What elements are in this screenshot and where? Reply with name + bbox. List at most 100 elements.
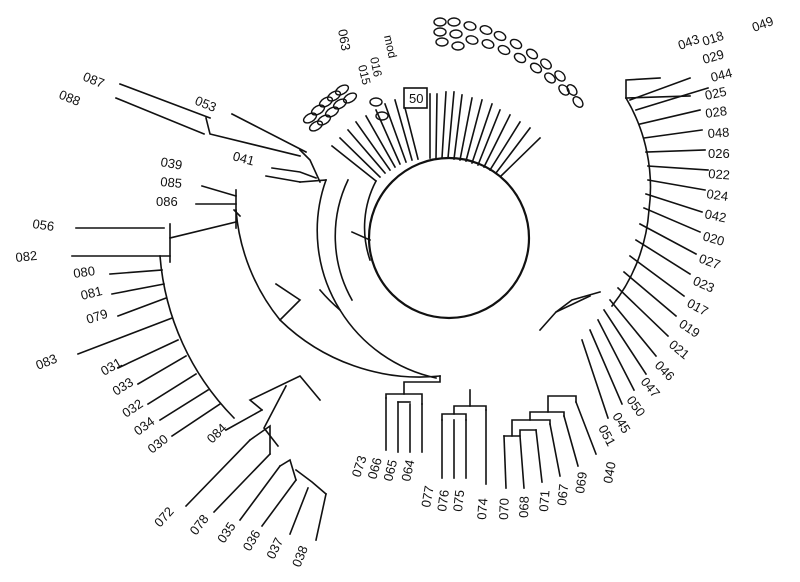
tree-branch [159, 255, 236, 420]
leaf-label: 039 [159, 154, 183, 173]
leaf-label: 077 [418, 485, 437, 509]
tree-branch [476, 108, 502, 167]
tree-branch [625, 77, 661, 99]
leaf-label: 020 [701, 228, 726, 248]
leaf-label: 071 [536, 490, 552, 513]
leaf-label: 053 [193, 93, 219, 115]
tree-branch [572, 96, 584, 108]
tree-branch [459, 97, 473, 161]
tree-branch [184, 438, 252, 508]
tree-branch [374, 108, 402, 166]
tree-branch [447, 17, 461, 27]
leaf-label: 070 [496, 498, 512, 520]
tree-branch [624, 96, 652, 211]
tree-branch [404, 107, 419, 160]
leaf-label: 048 [707, 125, 730, 141]
tree-branch [554, 291, 601, 314]
top-left-crowded-labels [302, 84, 389, 132]
tree-branch [118, 82, 212, 120]
tree-branch [238, 464, 282, 522]
tree-branch [453, 405, 487, 415]
leaf-label: 025 [704, 84, 728, 103]
tree-branch [647, 179, 706, 191]
tree-branch [298, 148, 322, 184]
tree-branch [465, 35, 479, 45]
tree-branch [146, 372, 198, 406]
tree-branch [363, 179, 378, 262]
leaf-label: 038 [289, 543, 311, 569]
tree-branch [433, 17, 447, 27]
tree-branch [316, 178, 437, 379]
tree-branch [540, 58, 552, 70]
leaf-label: 019 [676, 316, 702, 341]
tree-branch [158, 388, 210, 422]
tree-branch [274, 282, 302, 322]
leaf-label: 027 [697, 251, 723, 273]
tree-branch [639, 109, 701, 125]
tree-branch [375, 111, 389, 121]
tree-branch [549, 423, 561, 477]
tree-branch [511, 419, 551, 437]
tree-branch [278, 458, 297, 481]
tree-branch [538, 294, 592, 332]
tree-branch [482, 113, 512, 169]
scale-label: 50 [409, 91, 423, 106]
tree-branch [76, 316, 174, 356]
tree-branch [481, 39, 495, 49]
top-spokes [429, 91, 542, 178]
leaf-label: 034 [131, 414, 157, 439]
tree-branch [324, 106, 340, 118]
leaf-label: 084 [204, 420, 230, 446]
leaf-label: 065 [380, 458, 400, 483]
labels-bottom-center: 073 066 065 064 077 076 075 074 070 068 … [349, 454, 619, 521]
tree-branch [318, 96, 334, 108]
leaf-label: 083 [34, 351, 60, 373]
leaf-label: 074 [474, 498, 490, 521]
leaf-label: 088 [57, 87, 83, 109]
tree-branch [499, 136, 542, 178]
tree-branch [294, 468, 328, 496]
leaf-label: 081 [79, 283, 104, 303]
leaf-label: 028 [704, 103, 728, 121]
leaf-label: 040 [600, 461, 619, 485]
tree-branch [383, 102, 408, 164]
tree-branch [288, 486, 310, 536]
leaf-label: 022 [708, 166, 731, 182]
center-ring [367, 156, 531, 320]
tree-branch [205, 117, 301, 157]
leaf-label: 037 [263, 535, 286, 561]
tree-branch [449, 29, 463, 39]
leaf-label: 046 [652, 358, 678, 384]
tree-branch [509, 38, 523, 50]
tree-branch [248, 375, 322, 412]
tree-branch [435, 93, 438, 159]
leaf-label: 024 [706, 186, 730, 204]
tree-branch [503, 429, 537, 437]
tree-branch [330, 144, 378, 183]
tree-branch [441, 91, 447, 159]
tree-branch [403, 375, 441, 395]
tree-branch [602, 308, 648, 376]
leaf-label: 017 [685, 295, 711, 318]
tree-branch [463, 21, 477, 31]
tree-branch [554, 70, 566, 82]
tree-branch [111, 283, 165, 295]
tree-branch [642, 206, 702, 234]
tree-branch [647, 165, 709, 171]
tree-branch [465, 99, 483, 162]
tree-branch [230, 112, 308, 154]
tree-branch [529, 62, 543, 74]
tree-branch [350, 230, 372, 242]
leaf-label: 056 [32, 216, 56, 234]
tree-branch [302, 112, 318, 124]
tree-branch [201, 185, 237, 197]
tree-branch [644, 192, 704, 214]
labels-upper-left: 087 088 053 041 039 085 086 [57, 69, 256, 209]
tree-branch [260, 478, 298, 528]
tree-branch [643, 129, 703, 139]
tree-branch [265, 175, 301, 183]
leaf-label: 029 [701, 46, 726, 66]
tree-branch [433, 27, 447, 37]
tree-branch [318, 288, 342, 312]
leaf-label: 044 [709, 65, 734, 85]
